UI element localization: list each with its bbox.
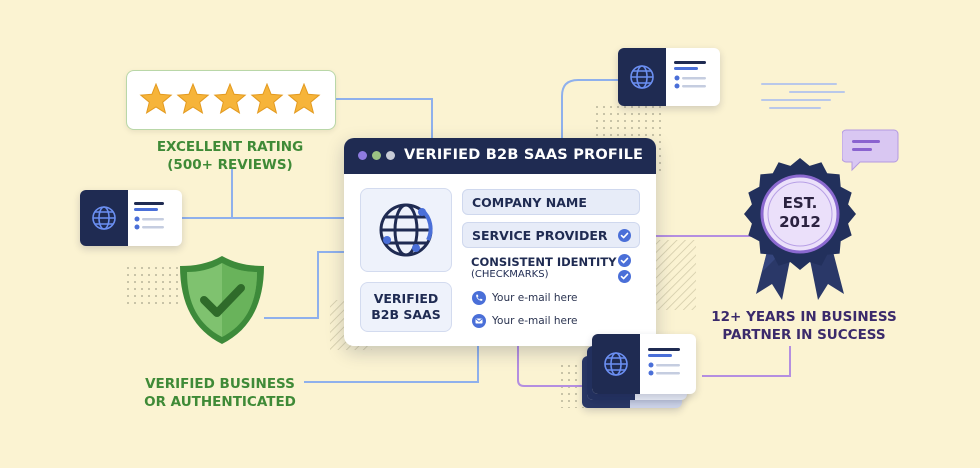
shield-check-icon [180,256,264,344]
email-field-1[interactable]: Your e-mail here [492,292,578,304]
connector-stack [517,346,588,387]
company-name-field[interactable]: COMPANY NAME [462,189,640,215]
decor-speed-lines [761,83,845,109]
connector-shield [264,251,344,319]
card-text-lines [134,202,164,230]
verified-label-box: VERIFIED B2B SAAS [360,282,452,332]
service-provider-label: SERVICE PROVIDER [472,228,608,243]
check-icon [618,254,631,267]
card-text-lines [674,61,706,89]
connector-rating [334,98,433,138]
globe-icon [92,206,116,230]
stacked-card-front [592,334,696,394]
badge-est-line1: EST. [782,194,818,212]
window-dot-gray [386,151,395,160]
speech-bubble-icon [842,129,899,172]
shield-caption-line2: OR AUTHENTICATED [144,394,296,410]
left-profile-card [80,190,182,246]
rating-card [126,70,336,130]
shield-caption-line1: VERIFIED BUSINESS [145,376,295,392]
shield-caption: VERIFIED BUSINESS OR AUTHENTICATED [120,375,320,411]
card-text-lines [648,348,680,376]
badge-caption: 12+ YEARS IN BUSINESS PARTNER IN SUCCESS [706,308,902,344]
check-icon [618,229,631,242]
star-icon [213,83,247,114]
badge-est-text: EST. 2012 [760,194,840,232]
window-dot-purple [358,151,367,160]
service-provider-field[interactable]: SERVICE PROVIDER [462,222,640,248]
connector-top-card [561,79,618,138]
email-field-2[interactable]: Your e-mail here [492,315,578,327]
rating-caption-line1: EXCELLENT RATING [156,139,304,155]
rating-caption: EXCELLENT RATING (500+ REVIEWS) [130,138,330,174]
star-rating [139,83,321,114]
identity-title: CONSISTENT IDENTITY [471,255,617,269]
card-logo-panel [618,48,666,106]
globe-icon [379,203,433,257]
award-ribbon-icon [744,158,856,300]
badge-est-line2: 2012 [779,213,821,231]
connector-left-card [231,168,344,219]
star-icon [139,83,173,114]
verified-label-line2: B2B SAAS [371,307,441,322]
window-title: VERIFIED B2B SAAS PROFILE [404,147,644,163]
window-dot-green [372,151,381,160]
badge-caption-line1: 12+ YEARS IN BUSINESS [711,309,897,325]
identity-subtitle: (CHECKMARKS) [471,269,549,280]
card-logo-panel [592,334,640,394]
verified-label-line1: VERIFIED [373,291,439,306]
rating-caption-line2: (500+ REVIEWS) [167,157,293,173]
card-logo-panel [80,190,128,246]
mail-icon [472,314,486,328]
badge-caption-line2: PARTNER IN SUCCESS [722,327,886,343]
company-logo-box [360,188,452,272]
window-titlebar: VERIFIED B2B SAAS PROFILE [344,138,656,174]
decor-dots-left [124,264,180,304]
top-profile-card [618,48,720,106]
check-icon [618,270,631,283]
globe-icon [630,65,654,89]
phone-icon [472,291,486,305]
star-icon [287,83,321,114]
globe-icon [604,352,628,376]
star-icon [176,83,210,114]
connector-bottom [304,346,479,383]
star-icon [250,83,284,114]
connector-badge-bottom [702,346,791,377]
decor-hatch-right [650,240,696,310]
profile-window: VERIFIED B2B SAAS PROFILE VERIFIED B2B S… [344,138,656,346]
